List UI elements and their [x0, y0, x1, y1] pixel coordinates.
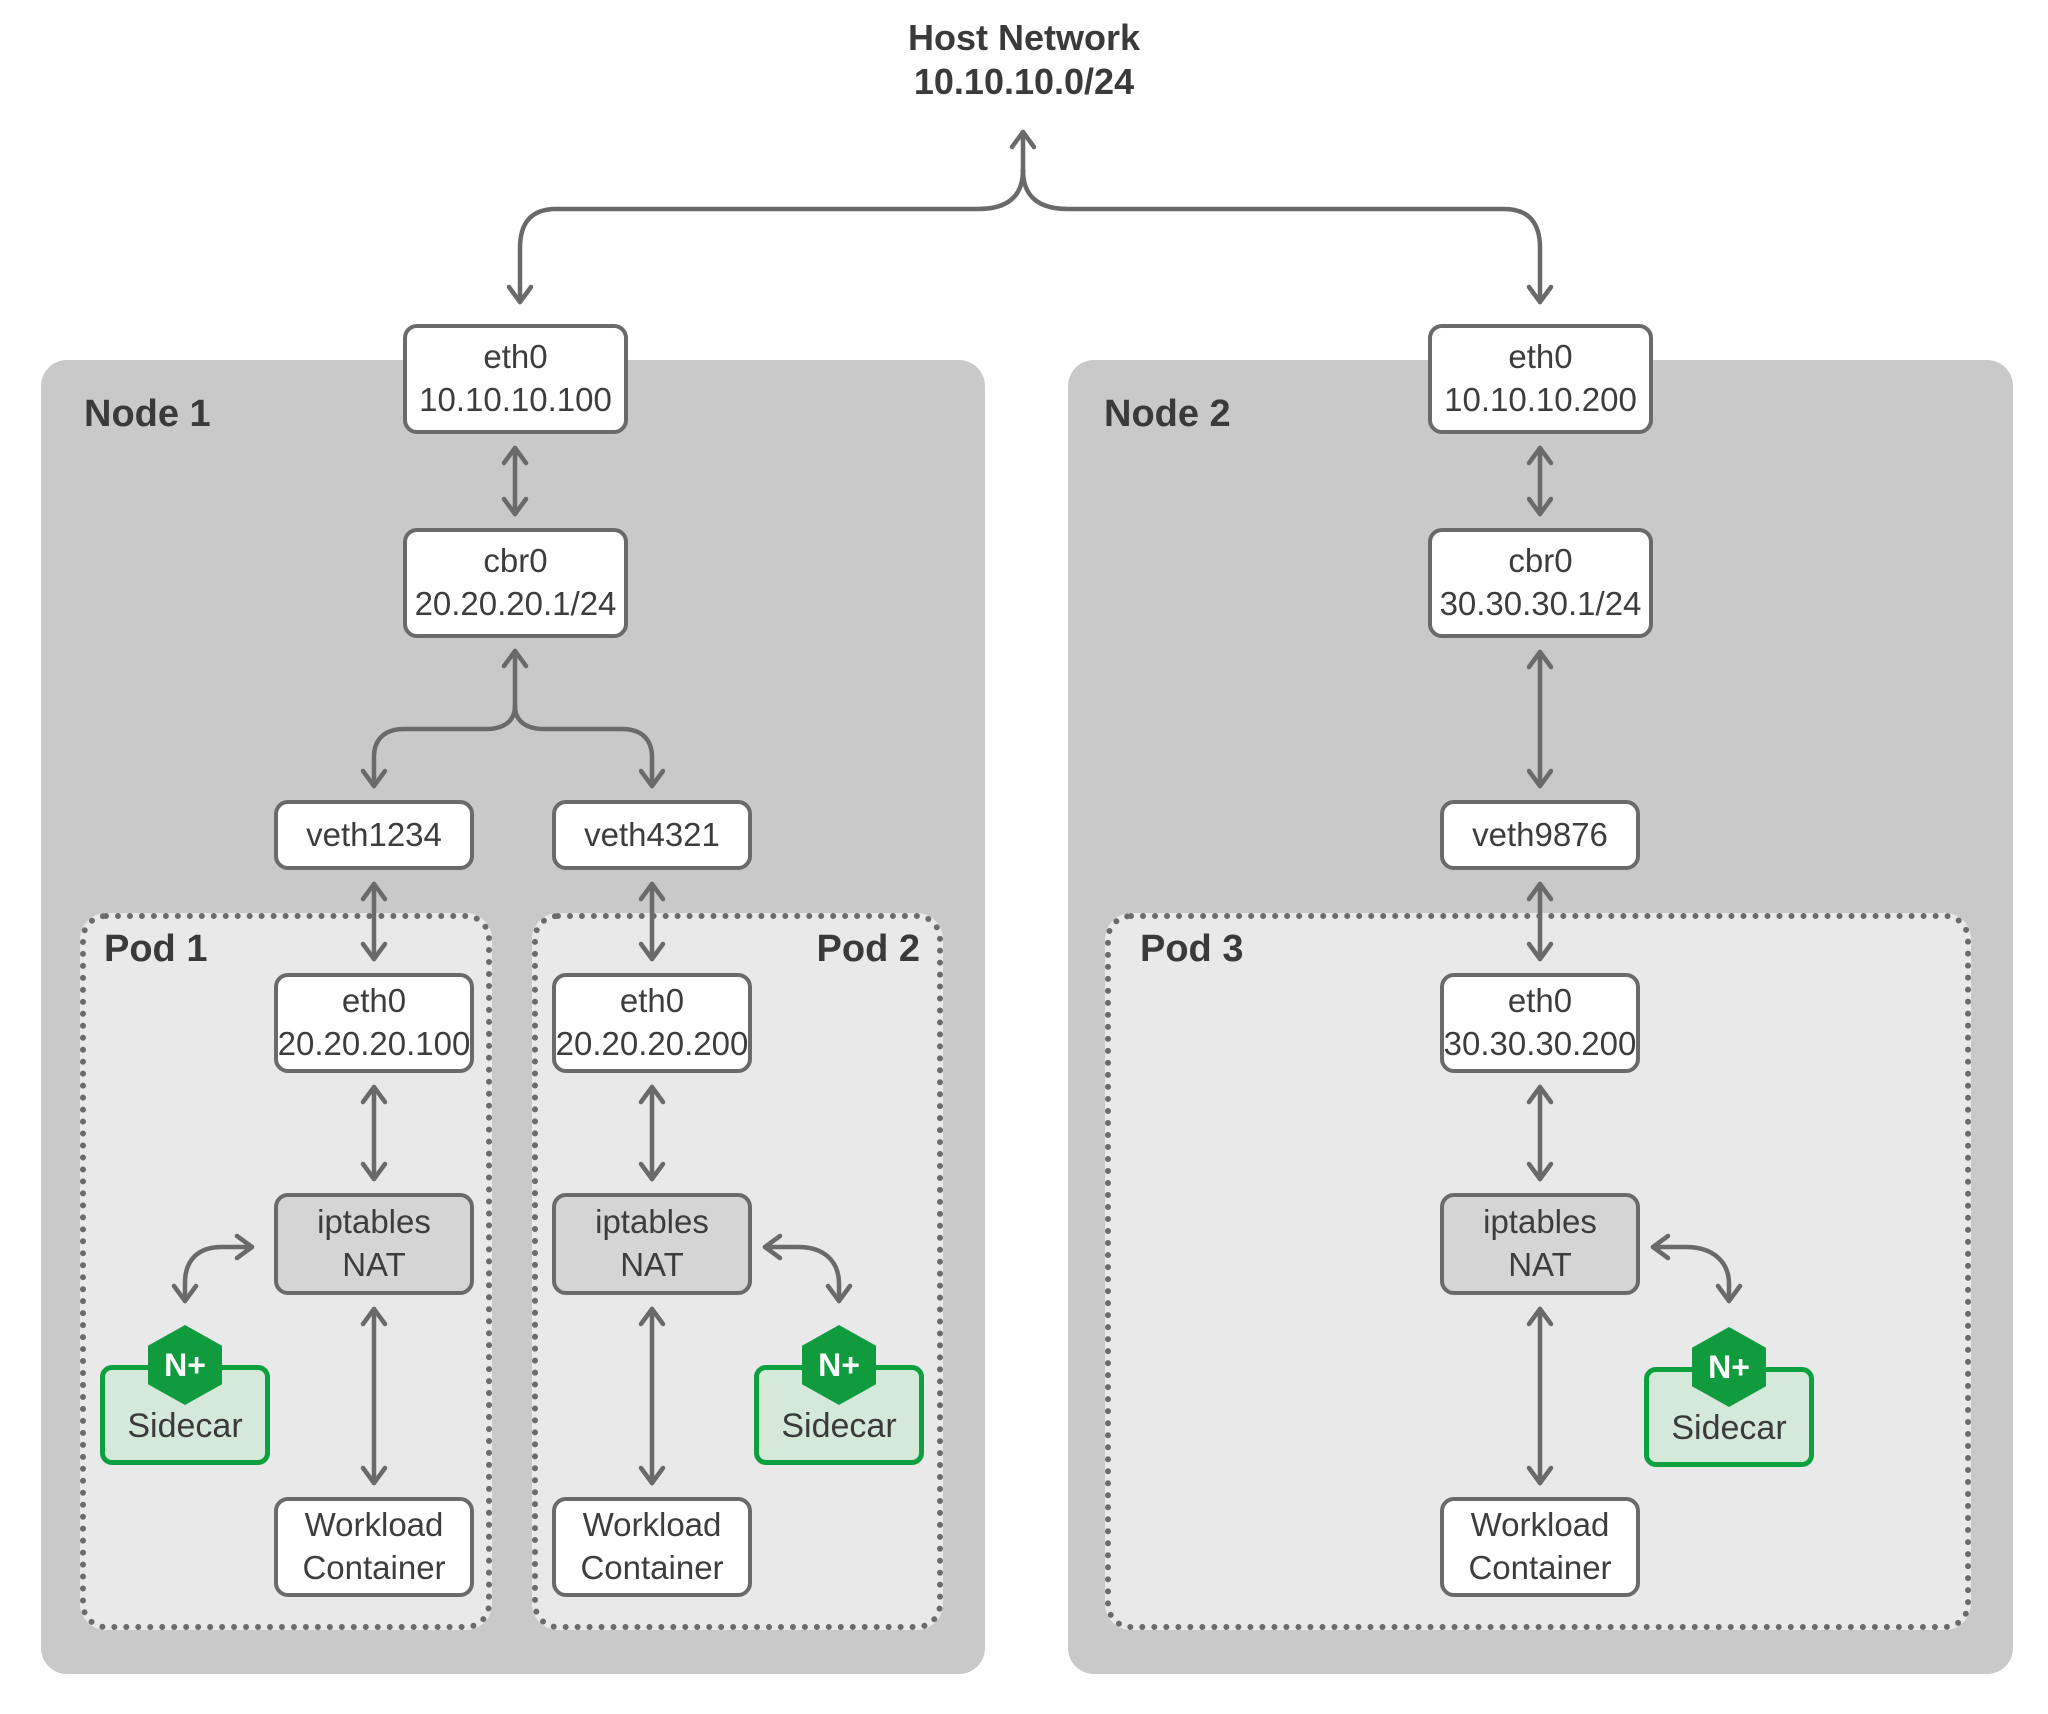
node1-veth4321-name: veth4321 [584, 815, 720, 853]
host-network-title-line1: Host Network [907, 17, 1141, 58]
node1-veth1234-box: veth1234 [274, 800, 474, 870]
node2-host-eth0-box: eth0 10.10.10.200 [1428, 324, 1653, 434]
pod1-nginx-plus-badge: N+ [164, 1346, 206, 1383]
arrow-node1-branch-veth1234 [360, 703, 518, 789]
pod2-nginx-plus-badge: N+ [818, 1346, 860, 1383]
node2-cbr0-name: cbr0 [1508, 542, 1573, 580]
node1-veth4321-box: veth4321 [552, 800, 752, 870]
pod2-sidecar-label: Sidecar [781, 1407, 897, 1445]
pod3-iptables-nat-box: iptables NAT [1440, 1193, 1640, 1295]
node1-host-eth0-box: eth0 10.10.10.100 [403, 324, 628, 434]
pod3-eth0-ip: 30.30.30.200 [1443, 1025, 1637, 1062]
arrow-host-branch-left [506, 167, 1026, 305]
pod1-workload-line1: Workload [304, 1506, 444, 1544]
arrow-host-branch-right [1020, 167, 1554, 305]
pod1-nat-line1: iptables [317, 1203, 431, 1241]
pod-3-label: Pod 3 [1140, 928, 1244, 970]
node2-host-eth0-ip: 10.10.10.200 [1444, 381, 1637, 418]
pod2-iptables-nat-box: iptables NAT [552, 1193, 752, 1295]
node2-cbr0-subnet: 30.30.30.1/24 [1439, 585, 1642, 622]
pod1-eth0-name: eth0 [341, 982, 407, 1020]
node2-cbr0-box: cbr0 30.30.30.1/24 [1428, 528, 1653, 638]
pod-2-label: Pod 2 [816, 928, 920, 970]
node-1-label: Node 1 [84, 393, 211, 435]
pod1-eth0-box: eth0 20.20.20.100 [274, 973, 474, 1073]
pod3-workload-line2: Container [1468, 1549, 1612, 1586]
pod2-nat-line1: iptables [595, 1203, 709, 1241]
pod1-workload-container-box: Workload Container [274, 1497, 474, 1597]
pod3-sidecar-label: Sidecar [1671, 1409, 1787, 1447]
node2-host-eth0-name: eth0 [1508, 338, 1573, 376]
pod3-workload-line1: Workload [1470, 1506, 1610, 1544]
pod2-eth0-box: eth0 20.20.20.200 [552, 973, 752, 1073]
arrow-pod3-nat-sidecar [1650, 1233, 1743, 1304]
node2-veth9876-box: veth9876 [1440, 800, 1640, 870]
pod2-eth0-name: eth0 [619, 982, 685, 1020]
node1-cbr0-name: cbr0 [483, 542, 548, 580]
pod1-workload-line2: Container [302, 1549, 446, 1586]
arrow-node1-branch-veth4321 [512, 703, 666, 789]
node1-cbr0-box: cbr0 20.20.20.1/24 [403, 528, 628, 638]
host-network-subnet: 10.10.10.0/24 [913, 60, 1135, 102]
node1-host-eth0-ip: 10.10.10.100 [419, 381, 612, 418]
pod2-workload-line1: Workload [582, 1506, 722, 1544]
pod3-eth0-box: eth0 30.30.30.200 [1440, 973, 1640, 1073]
pod-1-label: Pod 1 [104, 928, 208, 970]
arrow-pod1-nat-sidecar [171, 1233, 255, 1304]
node2-veth9876-name: veth9876 [1472, 815, 1608, 853]
pod3-sidecar-box: Sidecar [1644, 1367, 1814, 1467]
pod2-nat-line2: NAT [620, 1246, 684, 1283]
pod2-workload-line2: Container [580, 1549, 724, 1586]
node1-host-eth0-name: eth0 [483, 338, 548, 376]
pod2-eth0-ip: 20.20.20.200 [555, 1025, 749, 1062]
pod3-nginx-plus-badge: N+ [1708, 1348, 1750, 1385]
node1-cbr0-subnet: 20.20.20.1/24 [414, 585, 617, 622]
pod3-eth0-name: eth0 [1507, 982, 1573, 1020]
pod1-iptables-nat-box: iptables NAT [274, 1193, 474, 1295]
node1-veth1234-name: veth1234 [306, 815, 442, 853]
pod2-workload-container-box: Workload Container [552, 1497, 752, 1597]
pod3-nat-line2: NAT [1508, 1246, 1572, 1283]
pod1-eth0-ip: 20.20.20.100 [277, 1025, 471, 1062]
host-network-title: Host Network 10.10.10.0/24 [0, 16, 2048, 104]
pod1-sidecar-label: Sidecar [127, 1407, 243, 1445]
node-2-label: Node 2 [1104, 393, 1231, 435]
arrow-pod2-nat-sidecar [762, 1233, 853, 1304]
pod1-nat-line2: NAT [342, 1246, 406, 1283]
pod3-nat-line1: iptables [1483, 1203, 1597, 1241]
pod3-workload-container-box: Workload Container [1440, 1497, 1640, 1597]
